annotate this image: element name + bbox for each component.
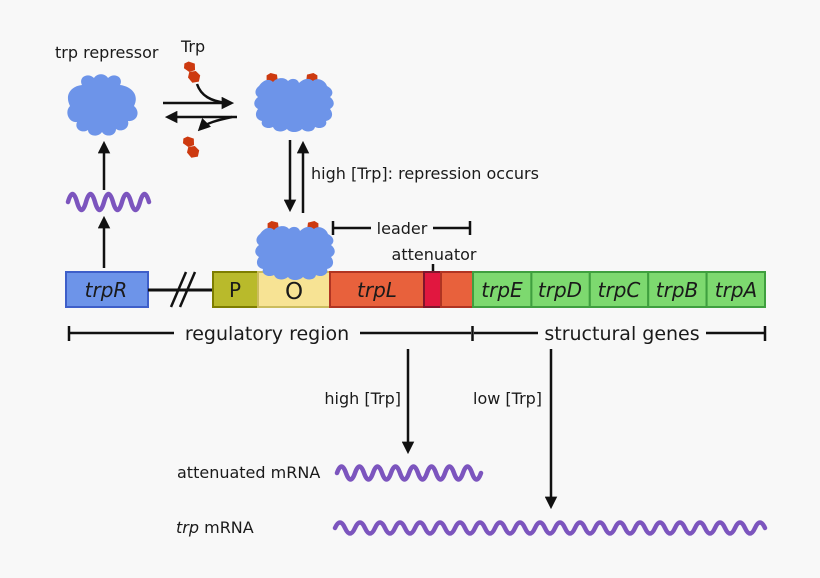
- structural-gene-boxes: trpE trpD trpC trpB trpA: [472, 271, 766, 308]
- high-trp-label: high [Trp]: [324, 389, 401, 408]
- high-trp-repression-label: high [Trp]: repression occurs: [311, 164, 539, 183]
- trpr-gene-box: [65, 271, 149, 308]
- trp-repressor-label: trp repressor: [55, 43, 159, 62]
- promoter-label: P: [229, 278, 241, 302]
- trpl-gene-label: trpL: [357, 278, 397, 302]
- trp-mrna-rest-part: mRNA: [199, 518, 254, 537]
- trpd-gene-label: trpD: [538, 278, 582, 302]
- low-trp-label: low [Trp]: [473, 389, 542, 408]
- dna-break-slash-2: [178, 271, 197, 308]
- attenuator-box: [423, 271, 442, 308]
- trpb-gene-box: [647, 271, 708, 308]
- trpc-gene-label: trpC: [598, 278, 641, 302]
- attenuated-mrna-squiggle: [334, 464, 484, 482]
- free-repressor-shape: [67, 74, 138, 136]
- trpb-gene-label: trpB: [656, 278, 698, 302]
- attenuator-label: attenuator: [392, 245, 477, 264]
- trpe-gene-label: trpE: [481, 278, 523, 302]
- trpd-gene-box: [530, 271, 591, 308]
- trp-mrna-squiggle: [332, 520, 768, 536]
- operator-bound-repressor: [255, 221, 335, 280]
- trp-binding-curve: [195, 83, 227, 105]
- trp-mrna-label: trp mRNA: [176, 518, 254, 537]
- region-brackets: regulatory region structural genes: [67, 323, 767, 345]
- operator-label: O: [285, 279, 303, 305]
- regulatory-region-label: regulatory region: [185, 323, 349, 345]
- active-repressor: [254, 73, 334, 132]
- dna-break-slash-1: [169, 271, 188, 308]
- trpa-gene-label: trpA: [715, 278, 757, 302]
- released-trp-icon: [181, 136, 201, 159]
- trpa-gene-box: [705, 271, 766, 308]
- trpl-tail-box: [440, 271, 474, 308]
- trp-release-curve-arrow: [197, 115, 233, 132]
- leader-label: leader: [377, 219, 428, 238]
- structural-genes-label: structural genes: [544, 323, 699, 345]
- free-trp-icon: [182, 61, 202, 84]
- trp-label: Trp: [180, 37, 205, 56]
- attenuated-mrna-label: attenuated mRNA: [177, 463, 320, 482]
- trpr-gene-label: trpR: [85, 278, 128, 302]
- repressor-mrna-squiggle: [65, 191, 152, 213]
- trp-mrna-gene-part: trp: [176, 518, 199, 537]
